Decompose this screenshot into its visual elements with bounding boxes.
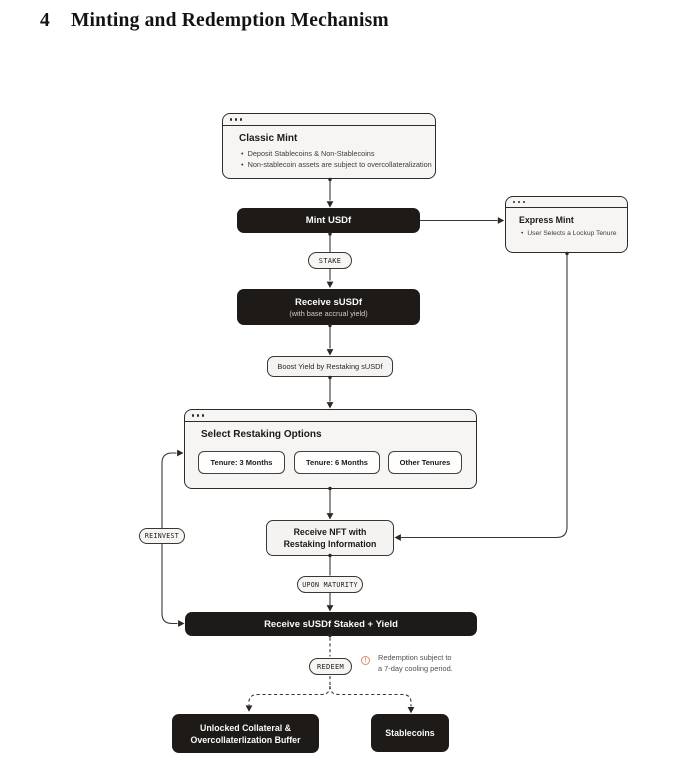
section-number: 4	[40, 10, 50, 31]
boost-yield-node: Boost Yield by Restaking sUSDf	[267, 356, 393, 377]
classic-mint-bullet: • Non-stablecoin assets are subject to o…	[241, 160, 432, 169]
warning-icon: !	[361, 656, 370, 665]
tenure-6-months-button: Tenure: 6 Months	[294, 451, 380, 474]
other-tenures-button: Other Tenures	[388, 451, 462, 474]
window-dots-icon	[185, 410, 476, 422]
express-mint-node: Express Mint • User Selects a Lockup Ten…	[505, 196, 628, 253]
classic-mint-node: Classic Mint • Deposit Stablecoins & Non…	[222, 113, 436, 179]
receive-susdf-node: Receive sUSDf (with base accrual yield)	[237, 289, 420, 325]
express-mint-bullet: • User Selects a Lockup Tenure	[521, 230, 617, 237]
section-heading: 4 Minting and Redemption Mechanism	[40, 10, 389, 32]
tenure-3-months-button: Tenure: 3 Months	[198, 451, 285, 474]
reinvest-pill: REINVEST	[139, 528, 185, 544]
window-dots-icon	[506, 197, 627, 208]
upon-maturity-pill: UPON MATURITY	[297, 576, 363, 593]
select-restaking-title: Select Restaking Options	[201, 429, 322, 440]
unlocked-collateral-node: Unlocked Collateral & Overcollaterlizati…	[172, 714, 319, 753]
select-restaking-node: Select Restaking Options Tenure: 3 Month…	[184, 409, 477, 489]
classic-mint-title: Classic Mint	[239, 133, 298, 144]
classic-mint-bullet: • Deposit Stablecoins & Non-Stablecoins	[241, 149, 375, 158]
section-title: Minting and Redemption Mechanism	[70, 10, 389, 31]
receive-staked-yield-node: Receive sUSDf Staked + Yield	[185, 612, 477, 636]
express-mint-title: Express Mint	[519, 215, 574, 225]
window-dots-icon	[223, 114, 435, 126]
redeem-pill: REDEEM	[309, 658, 352, 675]
stake-pill: STAKE	[308, 252, 352, 269]
redemption-note: Redemption subject to a 7-day cooling pe…	[378, 653, 453, 673]
stablecoins-node: Stablecoins	[371, 714, 449, 752]
mint-usdf-node: Mint USDf	[237, 208, 420, 233]
receive-susdf-subtitle: (with base accrual yield)	[289, 308, 368, 318]
receive-nft-node: Receive NFT with Restaking Information	[266, 520, 394, 556]
